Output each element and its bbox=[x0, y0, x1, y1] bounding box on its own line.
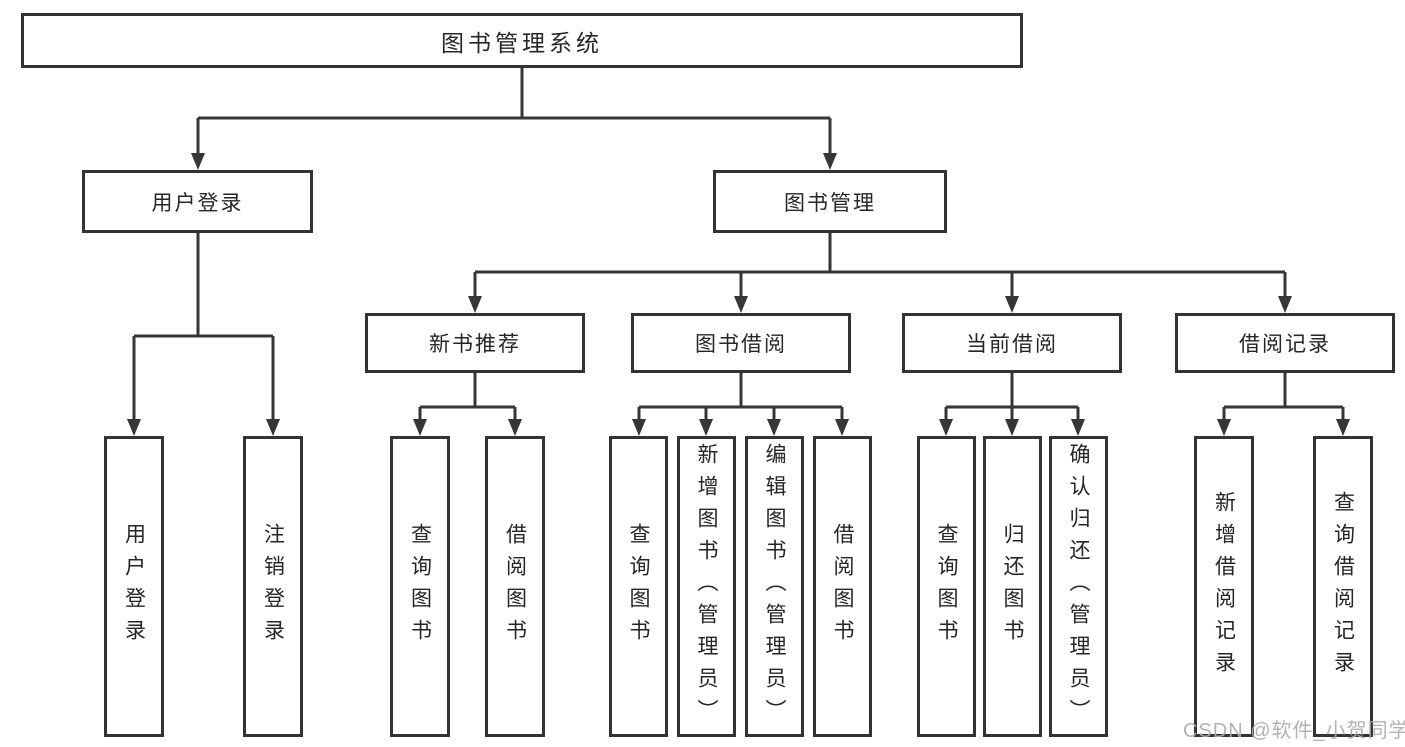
leaf-label: 编辑图书（管理员） bbox=[763, 442, 786, 731]
node-label: 当前借阅 bbox=[966, 333, 1058, 356]
leaf-edit-books-admin: 编辑图书（管理员） bbox=[745, 436, 804, 737]
leaf-borrow-books: 借阅图书 bbox=[813, 436, 872, 737]
node-label: 新书推荐 bbox=[429, 333, 521, 356]
node-label: 图书管理 bbox=[784, 191, 876, 215]
node-user-login: 用户登录 bbox=[82, 170, 313, 233]
leaf-logout: 注销登录 bbox=[243, 436, 303, 737]
leaf-label: 注销登录 bbox=[261, 522, 285, 651]
leaf-add-books-admin: 新增图书（管理员） bbox=[677, 436, 736, 737]
leaf-label: 查询图书 bbox=[627, 522, 650, 651]
leaf-label: 新增借阅记录 bbox=[1212, 490, 1236, 683]
leaf-label: 查询图书 bbox=[408, 522, 432, 651]
leaf-return-books: 归还图书 bbox=[983, 436, 1042, 737]
leaf-label: 查询图书 bbox=[935, 522, 958, 651]
leaf-query-books: 查询图书 bbox=[609, 436, 668, 737]
leaf-label: 查询借阅记录 bbox=[1331, 490, 1355, 683]
leaf-label: 借阅图书 bbox=[831, 522, 854, 651]
leaf-label: 用户登录 bbox=[122, 522, 146, 651]
leaf-label: 确认归还（管理员） bbox=[1067, 442, 1090, 731]
leaf-query-books: 查询图书 bbox=[917, 436, 976, 737]
node-current-borrowing: 当前借阅 bbox=[902, 313, 1122, 373]
leaf-query-books: 查询图书 bbox=[390, 436, 450, 737]
node-book-management: 图书管理 bbox=[713, 170, 947, 233]
leaf-confirm-return-admin: 确认归还（管理员） bbox=[1049, 436, 1108, 737]
leaf-add-borrow-record: 新增借阅记录 bbox=[1194, 436, 1254, 737]
node-label: 用户登录 bbox=[151, 191, 244, 215]
leaf-label: 归还图书 bbox=[1001, 522, 1024, 651]
watermark: CSDN @软件_小贺同学 bbox=[1183, 720, 1405, 742]
node-label: 借阅记录 bbox=[1239, 333, 1331, 356]
node-borrowing-records: 借阅记录 bbox=[1175, 313, 1395, 373]
node-new-book-recommendation: 新书推荐 bbox=[365, 313, 585, 373]
leaf-label: 新增图书（管理员） bbox=[695, 442, 718, 731]
node-label: 图书管理系统 bbox=[441, 29, 603, 56]
leaf-label: 借阅图书 bbox=[503, 522, 527, 651]
node-label: 图书借阅 bbox=[695, 333, 787, 356]
leaf-user-login: 用户登录 bbox=[104, 436, 164, 737]
leaf-query-borrow-record: 查询借阅记录 bbox=[1313, 436, 1373, 737]
leaf-borrow-books: 借阅图书 bbox=[485, 436, 545, 737]
node-book-borrowing: 图书借阅 bbox=[631, 313, 851, 373]
node-library-management-system: 图书管理系统 bbox=[21, 13, 1023, 68]
